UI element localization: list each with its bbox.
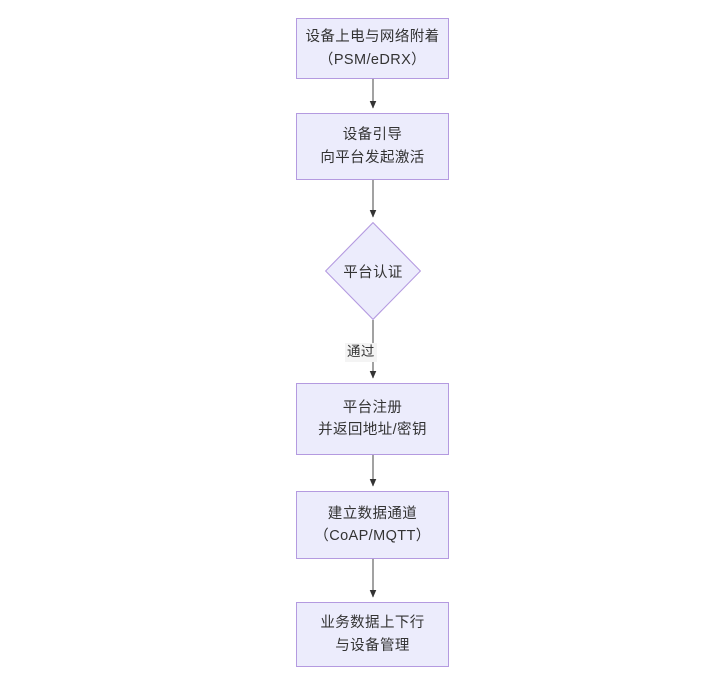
- node-label-line-2: （CoAP/MQTT）: [314, 528, 431, 544]
- diamond-shape: [325, 222, 421, 320]
- node-label-line-1: 平台注册: [342, 399, 403, 416]
- node-label-line-1: 设备上电与网络附着: [305, 29, 440, 46]
- node-label-line-2: 与设备管理: [335, 637, 410, 654]
- node-device-bootstrap[interactable]: 设备引导 向平台发起激活: [296, 113, 449, 180]
- edge-label-pass: 通过: [345, 343, 377, 362]
- node-business-data-and-device-management[interactable]: 业务数据上下行 与设备管理: [296, 602, 449, 667]
- node-label-line-2: 向平台发起激活: [320, 149, 425, 166]
- node-establish-data-channel[interactable]: 建立数据通道 （CoAP/MQTT）: [296, 491, 449, 559]
- node-platform-registration[interactable]: 平台注册 并返回地址/密钥: [296, 383, 449, 455]
- node-label-line-1: 建立数据通道: [327, 505, 418, 522]
- node-label-line-1: 业务数据上下行: [320, 615, 425, 632]
- node-device-power-on[interactable]: 设备上电与网络附着 （PSM/eDRX）: [296, 18, 449, 79]
- node-label-line-1: 设备引导: [342, 127, 403, 144]
- node-label-line-2: 并返回地址/密钥: [318, 422, 427, 438]
- edge-label-text: 通过: [347, 344, 375, 359]
- node-label-line-1: 平台认证: [343, 264, 403, 281]
- node-label-line-2: （PSM/eDRX）: [318, 51, 427, 68]
- node-platform-authentication-decision[interactable]: 平台认证: [325, 222, 421, 320]
